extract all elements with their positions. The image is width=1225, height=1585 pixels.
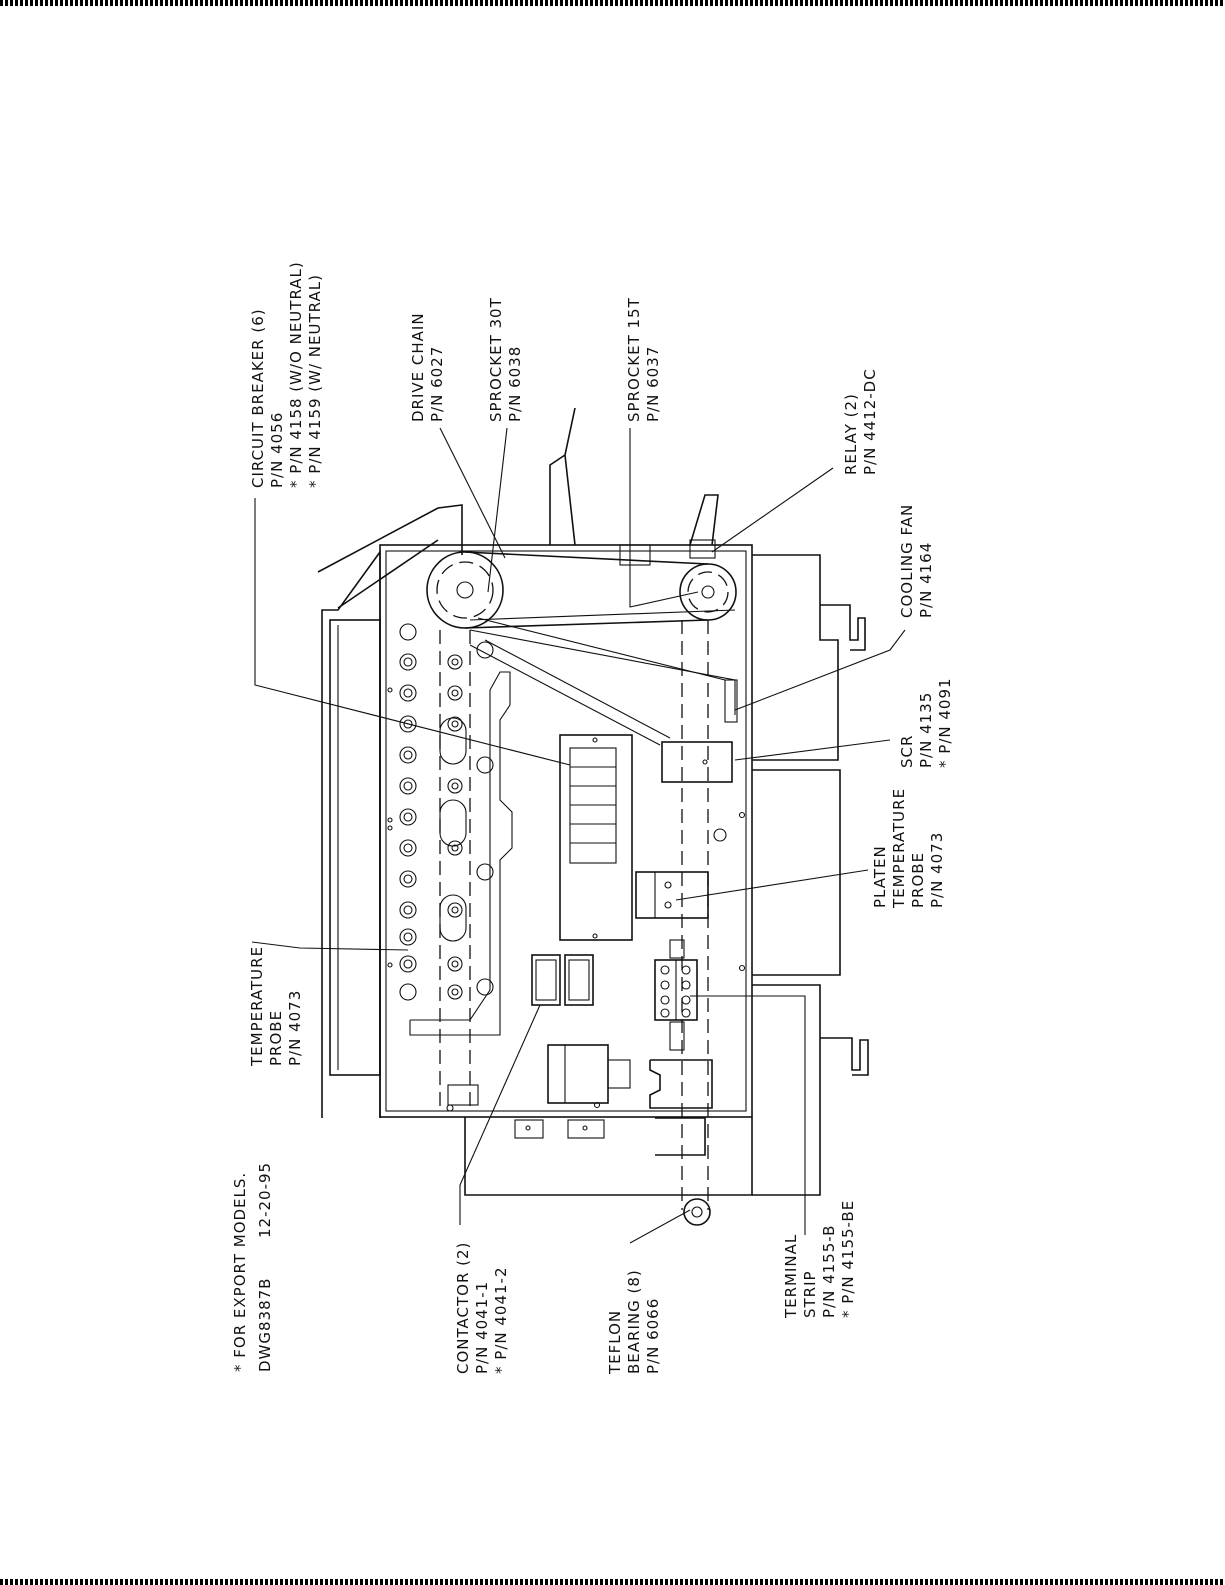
leader-relay — [711, 467, 834, 553]
top-tab-2 — [689, 494, 719, 546]
shaft-upper — [820, 604, 866, 651]
terminal-strip — [654, 939, 698, 1051]
callout-sprocket-15t: SPROCKET 15T P/N 6037 — [625, 297, 662, 422]
callout-relay: RELAY (2) P/N 4412-DC — [842, 368, 879, 475]
callout-teflon-bearing: TEFLON BEARING (8) P/N 6066 — [606, 1269, 662, 1375]
scan-edge-bottom — [0, 1579, 1225, 1585]
panel-screws — [446, 811, 746, 1112]
teflon-bearing-line-1: TEFLON — [606, 1310, 624, 1375]
motor-block — [649, 1059, 713, 1156]
heater-terminal-row — [399, 623, 417, 1001]
fan-duct — [469, 617, 738, 746]
leader-terminal-strip — [690, 995, 806, 1235]
callout-contactor: CONTACTOR (2) P/N 4041-1 * P/N 4041-2 — [454, 1242, 510, 1374]
leader-cooling-fan — [734, 629, 906, 711]
top-tab-1 — [549, 453, 576, 546]
relay-line-2: P/N 4412-DC — [861, 368, 879, 475]
leader-scr — [734, 739, 891, 761]
machine-outline — [317, 407, 869, 1196]
callout-drive-chain: DRIVE CHAIN P/N 6027 — [409, 312, 446, 422]
sprocket-30t-line-1: SPROCKET 30T — [487, 297, 505, 422]
leader-teflon-bearing — [629, 1209, 691, 1244]
callout-circuit-breaker: CIRCUIT BREAKER (6) P/N 4056 * P/N 4158 … — [249, 261, 324, 488]
bottom-extension — [464, 1117, 753, 1196]
circuit-breaker-panel — [559, 734, 633, 941]
drive-chain-line-1: DRIVE CHAIN — [409, 312, 427, 422]
scr-bolt — [702, 759, 708, 765]
switch-blocks — [514, 1119, 605, 1139]
drawing-date: 12-20-95 — [256, 1162, 274, 1238]
contactor-line-3: * P/N 4041-2 — [492, 1267, 510, 1375]
transformer-block — [547, 1044, 631, 1104]
scr-line-1: SCR — [898, 735, 916, 768]
callout-temperature-probe: TEMPERATURE PROBE P/N 4073 — [248, 946, 304, 1067]
bracket-strip — [409, 671, 513, 1036]
terminal-strip-line-3: P/N 4155-B — [820, 1225, 838, 1318]
platen-probe-block — [635, 871, 709, 919]
cooling-fan-line-2: P/N 4164 — [917, 542, 935, 618]
callout-terminal-strip: TERMINAL STRIP P/N 4155-B * P/N 4155-BE — [782, 1200, 857, 1319]
platen-probe-line-1: PLATEN — [871, 845, 889, 908]
terminal-strip-line-4: * P/N 4155-BE — [839, 1200, 857, 1318]
relay-line-1: RELAY (2) — [842, 393, 860, 475]
contactor-line-1: CONTACTOR (2) — [454, 1242, 472, 1374]
right-housing-lower — [752, 984, 821, 1196]
terminal-strip-line-2: STRIP — [801, 1270, 819, 1318]
leader-sprocket-30t — [487, 427, 508, 593]
leader-sprocket-15t — [629, 428, 699, 608]
scr-module — [661, 741, 733, 783]
circuit-breaker-line-4: * P/N 4159 (W/ NEUTRAL) — [306, 274, 324, 488]
right-housing-upper — [752, 554, 839, 761]
leader-circuit-breaker — [254, 498, 571, 766]
callout-cooling-fan: COOLING FAN P/N 4164 — [898, 504, 935, 618]
shaft-lower — [820, 1037, 869, 1076]
drive-chain-line-2: P/N 6027 — [428, 346, 446, 422]
top-flange — [317, 504, 463, 573]
callout-sprocket-30t: SPROCKET 30T P/N 6038 — [487, 297, 524, 422]
chain-lower-run — [464, 619, 709, 629]
sprocket-15t-line-1: SPROCKET 15T — [625, 297, 643, 422]
temperature-probe-line-2: PROBE — [267, 1010, 285, 1066]
teflon-bearing-line-3: P/N 6066 — [644, 1298, 662, 1374]
scr-line-2: P/N 4135 — [917, 692, 935, 768]
contactor-line-2: P/N 4041-1 — [473, 1281, 491, 1374]
temperature-probe-line-1: TEMPERATURE — [248, 946, 266, 1067]
circuit-breaker-line-2: P/N 4056 — [268, 412, 286, 488]
teflon-bearing-line-2: BEARING (8) — [625, 1269, 643, 1374]
footer-notes: * FOR EXPORT MODELS. DWG8387B 12-20-95 — [231, 1162, 274, 1372]
scr-line-3: * P/N 4091 — [936, 677, 954, 768]
leader-contactor — [459, 1004, 541, 1225]
main-panel — [379, 544, 753, 1118]
leader-drive-chain — [439, 427, 506, 559]
contactor-pair — [531, 954, 594, 1006]
platen-probe-line-4: P/N 4073 — [928, 832, 946, 908]
terminal-strip-line-1: TERMINAL — [782, 1234, 800, 1319]
sprocket-30t-line-2: P/N 6038 — [506, 346, 524, 422]
temperature-probe-line-3: P/N 4073 — [286, 990, 304, 1066]
leader-temperature-probe — [251, 941, 409, 951]
drive-chain-assembly — [426, 551, 737, 1226]
platen-probe-line-2: TEMPERATURE — [890, 788, 908, 909]
callout-platen-probe: PLATEN TEMPERATURE PROBE P/N 4073 — [871, 788, 946, 909]
sprocket-30t — [426, 551, 504, 629]
cooling-fan-line-1: COOLING FAN — [898, 504, 916, 618]
circuit-breaker-line-1: CIRCUIT BREAKER (6) — [249, 308, 267, 488]
export-note: * FOR EXPORT MODELS. — [231, 1172, 249, 1372]
sprocket-15t-line-2: P/N 6037 — [644, 346, 662, 422]
chain-upper-run — [464, 551, 709, 565]
leader-lines — [251, 427, 906, 1244]
cooling-fan — [724, 679, 738, 723]
circuit-breaker-line-3: * P/N 4158 (W/O NEUTRAL) — [287, 261, 305, 488]
right-housing-middle — [752, 769, 841, 976]
platen-probe-line-3: PROBE — [909, 852, 927, 908]
teflon-bearing — [683, 1198, 711, 1226]
scan-edge-top — [0, 0, 1225, 6]
drawing-number: DWG8387B — [256, 1278, 274, 1372]
callout-scr: SCR P/N 4135 * P/N 4091 — [898, 677, 954, 768]
